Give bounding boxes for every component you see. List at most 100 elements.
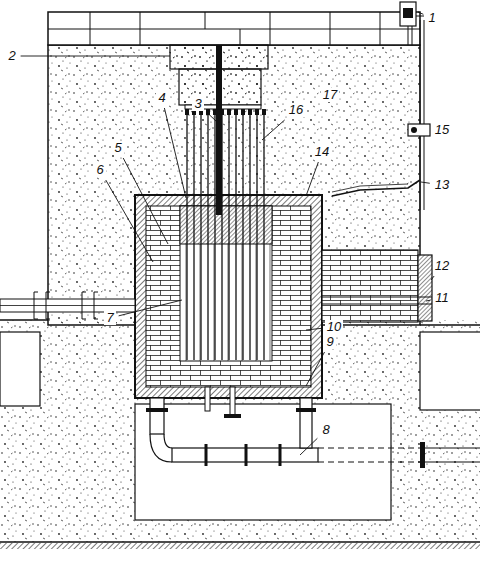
callout-number: 5 bbox=[112, 141, 123, 155]
control-rods bbox=[228, 112, 229, 360]
control-rods bbox=[249, 112, 250, 360]
coolant-pipe bbox=[425, 448, 480, 462]
callout-number: 7 bbox=[104, 311, 115, 325]
instrument-lines bbox=[408, 16, 424, 210]
leader-lines bbox=[21, 56, 170, 57]
instrument-lines bbox=[408, 124, 430, 136]
instrument-lines bbox=[332, 180, 420, 196]
instrument-lines bbox=[332, 2, 430, 210]
control-rods bbox=[185, 109, 270, 361]
leader-lines bbox=[426, 300, 430, 302]
control-rods bbox=[227, 109, 231, 115]
coolant-pipe bbox=[420, 442, 425, 468]
control-rods bbox=[193, 112, 194, 360]
concrete-structure bbox=[0, 45, 480, 542]
instrument-lines bbox=[411, 127, 417, 133]
control-rods bbox=[241, 109, 245, 115]
coolant-pipe bbox=[150, 434, 172, 462]
coolant-pipe bbox=[230, 387, 235, 417]
control-rods bbox=[186, 112, 187, 360]
callout-number: 14 bbox=[313, 145, 331, 159]
concrete-structure bbox=[0, 332, 40, 406]
control-rods bbox=[256, 244, 257, 361]
instrument-lines bbox=[400, 2, 416, 26]
callout-number: 13 bbox=[433, 178, 451, 192]
control-rods bbox=[206, 109, 210, 115]
leader-lines bbox=[300, 438, 317, 455]
ground-hatching bbox=[0, 542, 480, 549]
control-rods bbox=[270, 244, 271, 361]
callout-number: 2 bbox=[6, 49, 17, 63]
control-rods bbox=[214, 244, 215, 361]
callout-number: 3 bbox=[192, 97, 203, 111]
leader-lines bbox=[21, 12, 435, 455]
callout-number: 11 bbox=[433, 291, 451, 305]
coolant-pipe bbox=[300, 398, 312, 448]
leader-lines bbox=[164, 108, 186, 198]
leader-lines bbox=[418, 12, 423, 14]
coolant-pipe bbox=[318, 448, 420, 462]
coolant-pipe bbox=[205, 387, 210, 411]
leader-lines bbox=[262, 120, 285, 140]
callout-number: 1 bbox=[426, 11, 437, 25]
thermal-column bbox=[322, 250, 418, 322]
leader-lines bbox=[306, 328, 322, 330]
instrument-lines bbox=[403, 8, 413, 18]
leader-lines bbox=[431, 276, 434, 280]
leader-lines bbox=[106, 180, 153, 262]
coolant-pipe bbox=[296, 408, 316, 412]
leader-lines bbox=[306, 162, 318, 196]
control-rods bbox=[262, 109, 266, 115]
control-rods bbox=[228, 244, 229, 361]
callout-number: 8 bbox=[320, 423, 331, 437]
callout-number: 10 bbox=[325, 320, 343, 334]
leader-lines bbox=[207, 112, 217, 122]
coolant-pipe bbox=[146, 387, 480, 468]
top-slab bbox=[48, 12, 420, 45]
control-rods bbox=[256, 112, 257, 360]
leader-lines bbox=[123, 158, 168, 244]
control-rods bbox=[207, 112, 208, 360]
thermal-column bbox=[322, 250, 432, 322]
central-rod bbox=[216, 45, 222, 215]
control-rods bbox=[242, 244, 243, 361]
callout-number: 16 bbox=[287, 103, 305, 117]
leader-lines bbox=[421, 182, 430, 183]
thermal-column bbox=[322, 297, 432, 304]
callout-number: 17 bbox=[321, 88, 339, 102]
horizontal-channel bbox=[34, 292, 98, 319]
callout-number: 4 bbox=[156, 91, 167, 105]
top-slab bbox=[48, 12, 420, 45]
leader-lines bbox=[306, 352, 325, 386]
ground-hatching bbox=[0, 541, 480, 543]
control-rods bbox=[235, 112, 236, 360]
control-rods bbox=[200, 244, 201, 361]
coolant-pipe bbox=[206, 444, 280, 466]
thermal-column bbox=[418, 255, 432, 321]
coolant-pipe bbox=[146, 408, 168, 412]
control-rods bbox=[234, 109, 238, 115]
top-slab bbox=[48, 12, 420, 45]
control-rods bbox=[185, 109, 189, 115]
control-rods bbox=[255, 109, 259, 115]
central-rod bbox=[216, 45, 222, 215]
control-rods bbox=[263, 112, 264, 360]
coolant-pipe bbox=[224, 414, 241, 418]
concrete-structure bbox=[420, 332, 480, 410]
callout-number: 9 bbox=[324, 335, 335, 349]
control-rods bbox=[214, 112, 215, 360]
horizontal-channel bbox=[0, 305, 135, 306]
control-rods bbox=[248, 109, 252, 115]
coolant-pipe bbox=[150, 398, 164, 434]
control-rods bbox=[242, 112, 243, 360]
callout-number: 12 bbox=[433, 259, 451, 273]
instrument-lines bbox=[332, 184, 408, 192]
callout-number: 6 bbox=[94, 163, 105, 177]
callout-number: 15 bbox=[433, 123, 451, 137]
ground-hatching bbox=[0, 543, 480, 549]
control-rods bbox=[186, 244, 187, 361]
leader-lines bbox=[119, 300, 182, 316]
control-rods bbox=[200, 112, 201, 360]
